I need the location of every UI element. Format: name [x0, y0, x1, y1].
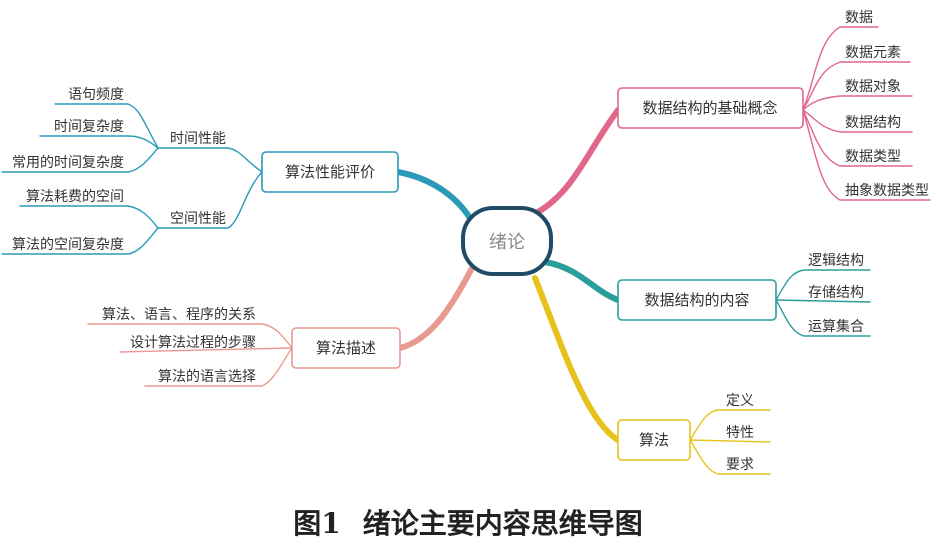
figure-caption: 图1 绪论主要内容思维导图: [0, 502, 936, 542]
center-label: 绪论: [489, 232, 525, 253]
center-node: 绪论: [461, 206, 553, 276]
branch-basic-concepts: 数据结构的基础概念: [617, 87, 804, 129]
leaf-label: 算法耗费的空间: [26, 189, 124, 205]
connector-lines: [1, 26, 931, 475]
figure-title: 绪论主要内容思维导图: [362, 507, 643, 540]
leaf-label: 运算集合: [808, 318, 864, 335]
branch-label: 数据结构的内容: [644, 291, 749, 309]
leaf-label: 设计算法过程的步骤: [130, 335, 256, 351]
leaf-label: 算法、语言、程序的关系: [102, 307, 256, 323]
leaves-description: 算法、语言、程序的关系 设计算法过程的步骤 算法的语言选择: [102, 307, 256, 385]
connector-algorithm: [532, 275, 621, 443]
branch-content: 数据结构的内容: [617, 279, 777, 321]
leaf-lines-basic-concepts: [802, 26, 931, 201]
connector-description: [397, 265, 475, 351]
leaves-content: 逻辑结构 存储结构 运算集合: [808, 253, 864, 335]
leaf-label: 要求: [726, 457, 754, 473]
connector-basic-concepts: [535, 107, 621, 215]
leaf-label: 数据结构: [845, 115, 901, 131]
leaf-label: 数据对象: [845, 79, 901, 95]
group-label-time: 时间性能: [170, 131, 226, 147]
group-label-space: 空间性能: [170, 211, 226, 227]
leaf-lines-content: [775, 269, 871, 337]
branch-evaluation: 算法性能评价: [261, 151, 399, 193]
leaf-label: 数据: [845, 10, 873, 26]
leaf-label: 特性: [726, 425, 754, 441]
leaf-label: 算法的空间复杂度: [12, 236, 124, 253]
leaf-label: 逻辑结构: [808, 253, 864, 269]
leaves-algorithm: 定义 特性 要求: [726, 393, 754, 473]
branch-label: 算法: [639, 431, 669, 449]
leaf-lines-evaluation: [1, 103, 263, 255]
leaf-label: 定义: [726, 393, 754, 409]
branch-label: 算法描述: [316, 339, 376, 357]
leaf-label: 时间复杂度: [54, 118, 124, 135]
leaf-label: 存储结构: [808, 285, 864, 301]
leaves-basic-concepts: 数据 数据元素 数据对象 数据结构 数据类型 抽象数据类型: [845, 10, 929, 199]
connector-content: [542, 259, 621, 303]
leaf-lines-description: [87, 323, 293, 387]
branch-label: 数据结构的基础概念: [642, 99, 777, 117]
leaf-label: 数据元素: [845, 45, 901, 61]
leaves-evaluation: 时间性能 空间性能 语句频度 时间复杂度 常用的时间复杂度 算法耗费的空间 算法…: [12, 87, 226, 253]
leaf-label: 数据类型: [845, 149, 901, 165]
branch-description: 算法描述: [291, 327, 401, 369]
branch-label: 算法性能评价: [285, 163, 375, 181]
leaf-label: 抽象数据类型: [845, 183, 929, 199]
leaf-label: 语句频度: [68, 87, 124, 103]
leaf-lines-algorithm: [689, 409, 771, 475]
connector-evaluation: [395, 169, 473, 221]
figure-number: 图1: [293, 507, 341, 540]
leaf-label: 算法的语言选择: [158, 369, 256, 385]
branch-algorithm: 算法: [617, 419, 691, 461]
leaf-label: 常用的时间复杂度: [12, 154, 124, 171]
